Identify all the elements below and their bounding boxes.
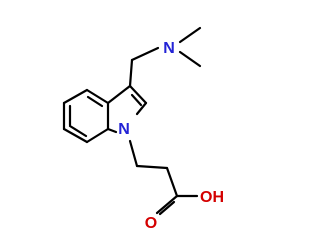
bond [128,84,148,105]
bonds [62,26,202,216]
carbonyl-oxygen-label: O [145,215,157,232]
amine-nitrogen-label: N [163,40,175,57]
bond [106,84,132,105]
bond [128,58,134,88]
bond [135,101,148,116]
bond [155,194,179,215]
double-bond-second [158,200,176,216]
double-bond-inner [68,124,88,138]
structure-canvas: N N O OH [62,26,224,232]
bond [130,46,160,62]
bond [62,88,89,105]
bond [178,26,202,44]
bond [85,127,110,144]
bond [128,139,139,168]
bond [135,164,169,170]
bond [85,88,110,105]
bond [165,166,179,198]
bond [106,127,118,134]
hydroxyl-label: OH [200,189,224,206]
double-bond-inner [86,95,104,108]
atom-labels: N N O OH [118,40,224,232]
molecule-diagram: N N O OH [62,26,224,232]
bond [62,127,89,144]
bond [178,50,202,68]
double-bond-inner [130,93,143,107]
indole-nitrogen-label: N [118,121,130,138]
